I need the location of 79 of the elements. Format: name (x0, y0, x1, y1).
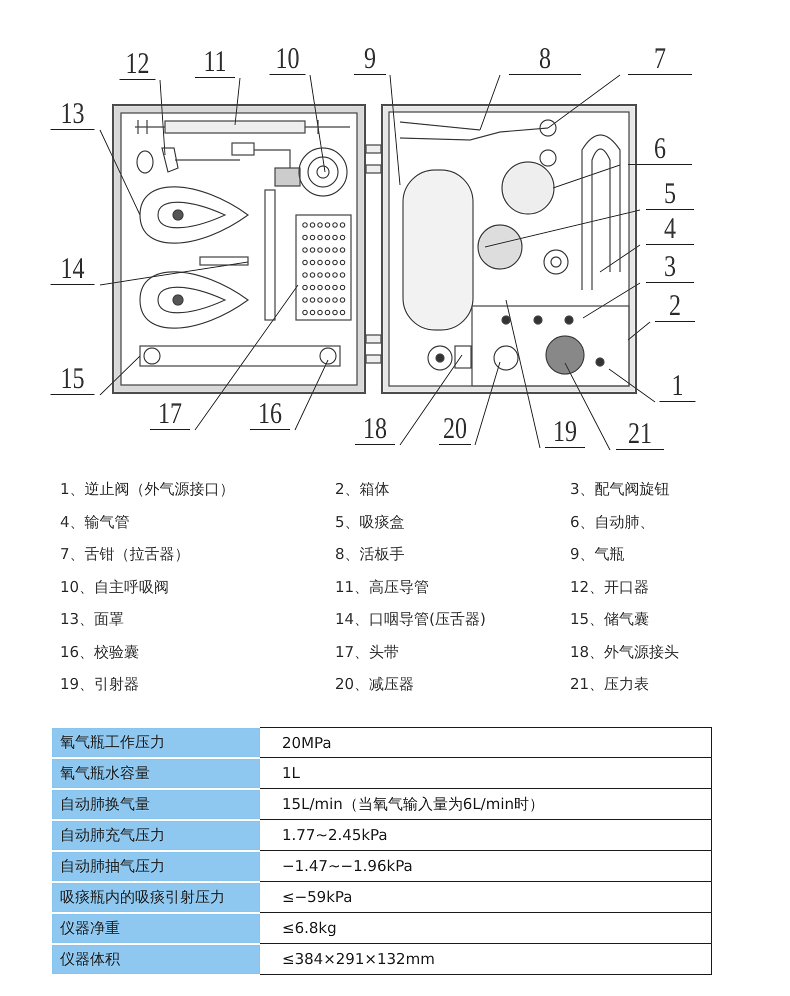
part-list-item: 2、箱体 (335, 480, 390, 499)
callout-number: 11 (195, 46, 235, 78)
part-list-item: 8、活板手 (335, 545, 405, 564)
part-list-item: 7、舌钳（拉舌器） (60, 545, 190, 564)
leader-line (310, 74, 326, 172)
spec-name: 自动肺换气量 (52, 788, 260, 820)
callout-number: 8 (509, 43, 581, 75)
callout-number: 14 (50, 253, 94, 285)
leader-line (234, 78, 240, 126)
callout-number: 17 (150, 398, 190, 430)
part-list-item: 16、校验囊 (60, 642, 140, 662)
leader-line (582, 282, 640, 318)
spec-value: 20MPa (260, 728, 712, 758)
leader-line (100, 262, 248, 286)
leader-line (628, 322, 650, 340)
part-list-item: 20、减压器 (335, 675, 414, 694)
leader-line (100, 130, 140, 216)
spec-value: 1.77~2.45kPa (260, 820, 712, 850)
callout-number: 9 (354, 43, 386, 75)
spec-name: 氧气瓶工作压力 (52, 728, 260, 758)
leader-line (294, 360, 328, 430)
part-list-item: 10、自主呼吸阀 (60, 578, 170, 596)
leader-line (608, 368, 656, 402)
callout-number: 21 (616, 418, 664, 450)
spec-name: 吸痰瓶内的吸痰引射压力 (52, 882, 260, 912)
part-list-item: 3、配气阀旋钮 (570, 480, 670, 499)
part-list-item: 4、输气管 (60, 512, 130, 532)
spec-value: −1.47~−1.96kPa (260, 850, 712, 882)
callout-number: 3 (646, 251, 694, 283)
leader-line (194, 284, 298, 430)
part-list-item: 17、头带 (335, 642, 400, 662)
part-list-item: 13、面罩 (60, 610, 124, 629)
callout-number: 20 (439, 413, 471, 445)
leader-line (160, 80, 166, 156)
spec-value: 15L/min（当氧气输入量为6L/min时） (260, 788, 712, 820)
callout-number: 6 (628, 133, 692, 165)
part-list-item: 12、开口器 (570, 578, 650, 596)
callout-number: 7 (628, 43, 692, 75)
callout-number: 18 (355, 413, 395, 445)
part-list-item: 6、自动肺、 (570, 512, 655, 532)
spec-name: 自动肺充气压力 (52, 820, 260, 850)
part-list-item: 11、高压导管 (335, 578, 430, 596)
callout-number: 1 (660, 370, 696, 402)
callout-number: 16 (250, 398, 290, 430)
part-list-item: 1、逆止阀（外气源接口） (60, 480, 235, 499)
leader-line (506, 300, 540, 448)
callout-number: 15 (50, 363, 94, 395)
part-list-item: 9、气瓶 (570, 545, 625, 564)
spec-name: 仪器体积 (52, 944, 260, 974)
part-list-item: 18、外气源接头 (570, 642, 680, 662)
part-list-item: 15、储气囊 (570, 610, 650, 629)
leader-line (480, 74, 500, 130)
spec-value: ≤−59kPa (260, 882, 712, 912)
spec-value: ≤6.8kg (260, 912, 712, 944)
callout-number: 19 (545, 416, 585, 448)
part-list-item: 19、引射器 (60, 675, 140, 694)
leader-line (474, 362, 500, 446)
part-list-item: 21、压力表 (570, 675, 650, 694)
leader-line (100, 356, 140, 396)
callout-number: 4 (646, 213, 694, 245)
leader-line (600, 244, 640, 272)
callout-number: 5 (646, 178, 694, 210)
spec-value: 1L (260, 758, 712, 788)
part-list-item: 14、口咽导管(压舌器) (335, 610, 486, 629)
leader-line (552, 164, 620, 188)
spec-name: 自动肺抽气压力 (52, 850, 260, 882)
spec-name: 氧气瓶水容量 (52, 758, 260, 788)
spec-name: 仪器净重 (52, 912, 260, 944)
callout-number: 12 (120, 48, 156, 80)
leader-line (564, 362, 610, 450)
spec-value: ≤384×291×132mm (260, 944, 712, 974)
callout-number: 2 (655, 290, 695, 322)
callout-number: 13 (50, 98, 94, 130)
leader-line (390, 74, 400, 186)
leader-line (400, 354, 462, 446)
leader-line (548, 74, 620, 128)
leader-line (484, 210, 640, 248)
callout-number: 10 (270, 43, 306, 75)
part-list-item: 5、吸痰盒 (335, 512, 405, 532)
